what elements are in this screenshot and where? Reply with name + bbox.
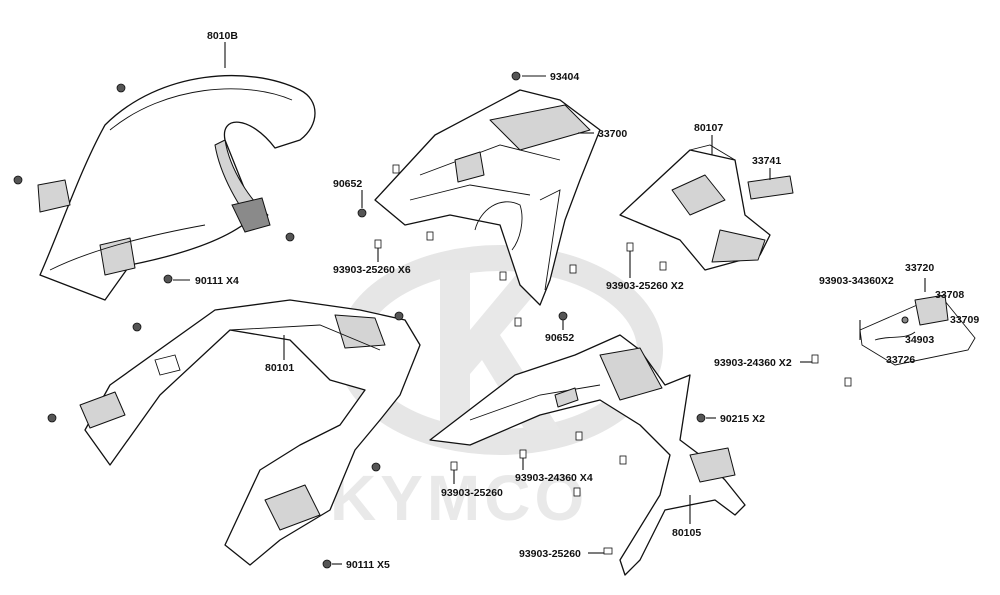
label-8010b: 8010B — [207, 30, 238, 42]
label-80105: 80105 — [672, 527, 701, 539]
label-33726: 33726 — [886, 354, 915, 366]
bolt-icon — [322, 559, 332, 569]
label-33741: 33741 — [752, 155, 781, 167]
bolt-icon — [626, 242, 634, 252]
label-90652-bottom: 90652 — [545, 332, 574, 344]
bolt-icon — [426, 231, 434, 241]
label-33700: 33700 — [598, 128, 627, 140]
label-93903-25260-x6: 93903-25260 X6 — [333, 264, 411, 276]
label-93404: 93404 — [550, 71, 579, 83]
bolt-icon — [371, 462, 381, 472]
bolt-icon — [575, 431, 583, 441]
label-93903-25260-bottom: 93903-25260 — [519, 548, 581, 560]
bolt-icon — [558, 311, 568, 321]
watermark-text: KYMCO — [330, 462, 588, 534]
label-93903-24360-x2: 93903-24360 X2 — [714, 357, 792, 369]
label-33708: 33708 — [935, 289, 964, 301]
leader-lines — [173, 42, 926, 565]
bolt-icon — [514, 317, 522, 327]
label-90652-top: 90652 — [333, 178, 362, 190]
bolt-icon — [392, 164, 400, 174]
bolt-icon — [844, 377, 852, 387]
fasteners — [13, 71, 852, 569]
bolt-icon — [603, 547, 613, 555]
rear-fender-8010b — [37, 75, 316, 301]
bolt-icon — [132, 322, 142, 332]
label-93903-25260-x2: 93903-25260 X2 — [606, 280, 684, 292]
light-assembly-33720 — [859, 294, 976, 366]
label-90111-x4: 90111 X4 — [195, 275, 239, 287]
reflector-33741 — [747, 175, 794, 200]
rear-bracket-80105 — [429, 334, 746, 576]
bolt-icon — [285, 232, 295, 242]
bolt-icon — [573, 487, 581, 497]
bolt-icon — [450, 461, 458, 471]
label-33720: 33720 — [905, 262, 934, 274]
bolt-icon — [374, 239, 382, 249]
bolt-icon — [519, 449, 527, 459]
part-labels: 8010B 93404 33700 80107 33741 90652 9390… — [195, 30, 979, 571]
label-80107: 80107 — [694, 122, 723, 134]
bolt-icon — [499, 271, 507, 281]
label-90215-x2: 90215 X2 — [720, 413, 765, 425]
bolt-icon — [357, 208, 367, 218]
bolt-icon — [696, 413, 706, 423]
bolt-icon — [511, 71, 521, 81]
label-34903: 34903 — [905, 334, 934, 346]
bolt-icon — [116, 83, 126, 93]
label-93903-24360-x4: 93903-24360 X4 — [515, 472, 593, 484]
inner-fender-80101 — [79, 299, 421, 566]
label-93903-25260-single: 93903-25260 — [441, 487, 503, 499]
bolt-icon — [569, 264, 577, 274]
bolt-icon — [619, 455, 627, 465]
label-33709: 33709 — [950, 314, 979, 326]
bolt-icon — [811, 354, 819, 364]
bolt-icon — [659, 261, 667, 271]
under-tray-33700 — [374, 89, 601, 306]
label-80101: 80101 — [265, 362, 294, 374]
bolt-icon — [163, 274, 173, 284]
label-93903-34360x2: 93903-34360X2 — [819, 275, 894, 287]
bolt-icon — [47, 413, 57, 423]
bolt-icon — [394, 311, 404, 321]
label-90111-x5: 90111 X5 — [346, 559, 390, 571]
license-bracket-80107 — [619, 144, 771, 271]
bolt-icon — [13, 175, 23, 185]
